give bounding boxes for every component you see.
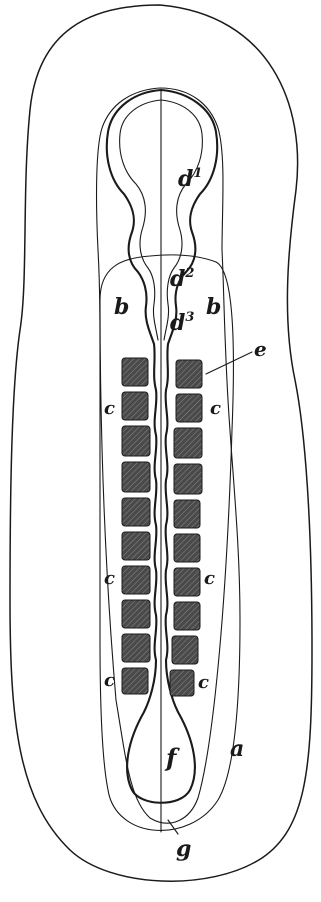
somite — [122, 634, 150, 662]
somite — [122, 566, 150, 594]
somite — [122, 426, 150, 456]
label-d2: d2 — [170, 266, 194, 292]
label-c: c — [104, 398, 115, 419]
label-f: f — [164, 743, 180, 772]
somite — [174, 568, 200, 596]
somite — [122, 392, 148, 420]
label-c: c — [104, 670, 115, 691]
label-b-right: b — [206, 294, 221, 320]
label-d1: d1 — [178, 166, 202, 192]
somite — [172, 636, 198, 664]
leader-line-e — [206, 352, 252, 374]
label-b-left: b — [114, 294, 129, 320]
somite — [122, 668, 148, 694]
somite — [174, 500, 200, 528]
label-a: a — [230, 736, 244, 762]
somite — [176, 360, 202, 388]
somite — [122, 600, 150, 628]
left-somites — [122, 358, 150, 694]
somite — [170, 670, 194, 696]
somite — [122, 358, 148, 386]
somite — [176, 394, 202, 422]
label-c: c — [104, 568, 115, 589]
label-g: g — [176, 836, 191, 862]
somite — [174, 602, 200, 630]
label-d3: d3 — [170, 310, 194, 336]
right-somites — [170, 360, 202, 696]
somite — [122, 462, 150, 492]
label-e: e — [254, 337, 267, 361]
somite — [122, 532, 150, 560]
somite — [122, 498, 150, 526]
somite — [174, 464, 202, 494]
label-c: c — [204, 568, 215, 589]
label-c: c — [198, 672, 209, 693]
somite — [174, 428, 202, 458]
label-c: c — [210, 398, 221, 419]
inner-area-outline — [97, 88, 240, 830]
somite — [174, 534, 200, 562]
